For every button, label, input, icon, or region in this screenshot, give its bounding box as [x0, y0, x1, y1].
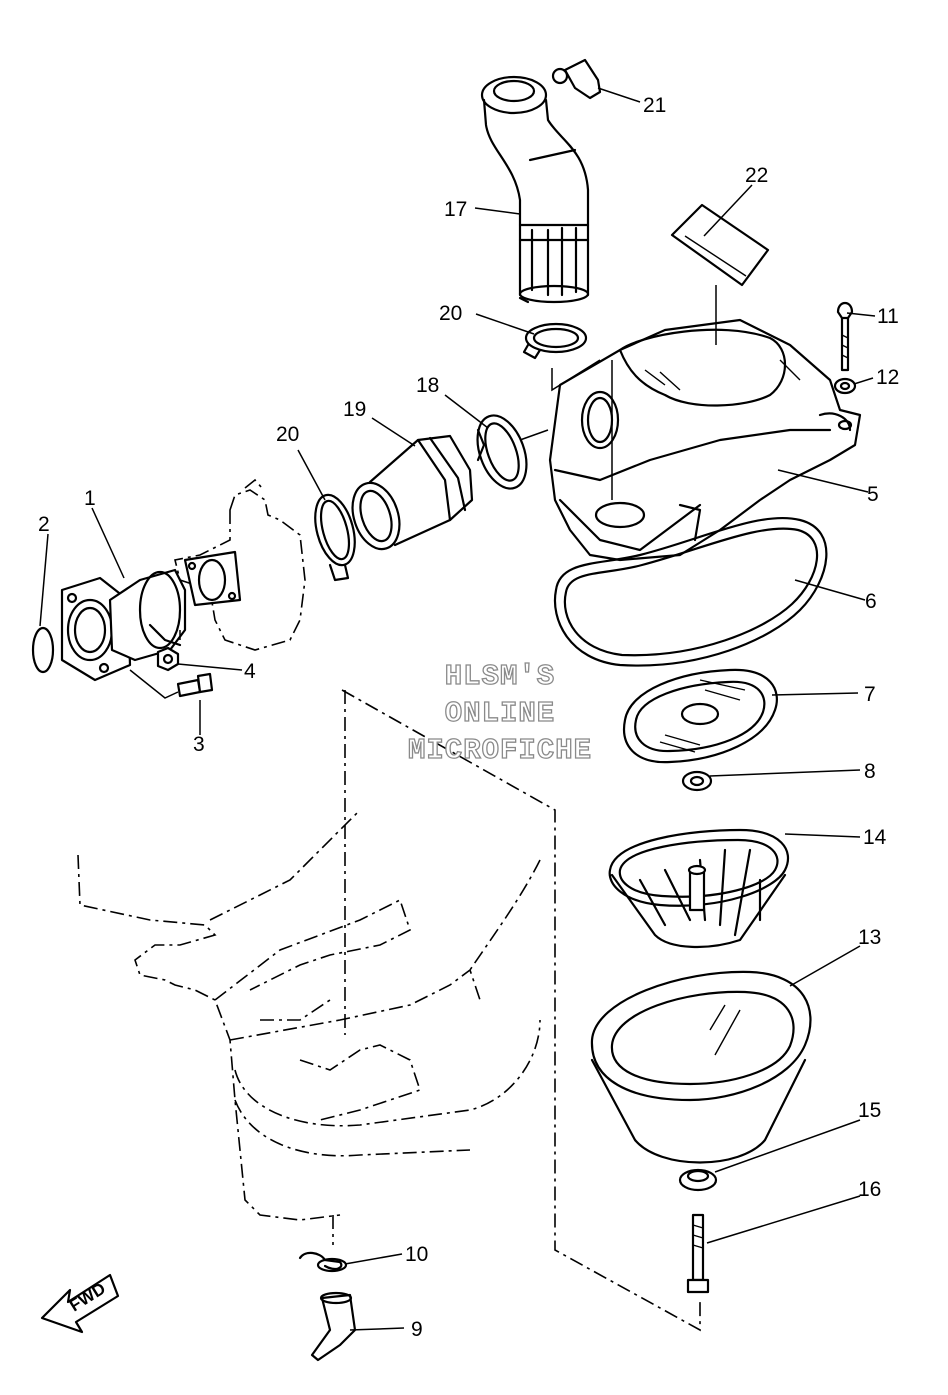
callout-20-lower: 20 — [276, 423, 299, 446]
part-20-clamp-upper — [522, 322, 588, 360]
callout-15: 15 — [858, 1099, 881, 1122]
part-12-washer — [833, 377, 857, 395]
fwd-direction-arrow: FWD — [40, 1273, 120, 1334]
callout-18: 18 — [416, 374, 439, 397]
callout-8: 8 — [864, 760, 876, 783]
part-15-grommet — [678, 1168, 718, 1192]
callout-9: 9 — [411, 1318, 423, 1341]
callout-11: 11 — [877, 305, 899, 328]
callout-7: 7 — [864, 683, 876, 706]
callout-numbers: 21 22 17 20 11 12 18 19 20 5 1 2 6 4 7 3… — [38, 94, 899, 1341]
part-14-filter-cage — [608, 828, 790, 948]
callout-17: 17 — [444, 198, 467, 221]
callout-5: 5 — [867, 483, 879, 506]
part-11-screw — [836, 301, 854, 372]
watermark-line-2: ONLINE — [444, 696, 556, 730]
part-19-intake-boot — [351, 429, 549, 551]
leader-lines — [39, 87, 876, 1331]
callout-20-upper: 20 — [439, 302, 462, 325]
frame-reference-outline — [77, 689, 701, 1332]
part-1-carburetor-joint — [60, 568, 187, 682]
part-17-intake-duct — [480, 75, 590, 304]
part-2-o-ring — [31, 626, 55, 674]
carburetor-reference-outline — [174, 478, 306, 651]
part-13-filter-element — [590, 970, 812, 1164]
callout-4: 4 — [244, 660, 256, 683]
watermark-line-3: MICROFICHE — [407, 733, 593, 767]
part-4-nut — [156, 646, 180, 672]
part-16-bolt — [686, 1213, 710, 1294]
part-21-breather-elbow — [551, 58, 602, 100]
carburetor-flange — [183, 550, 242, 607]
callout-22: 22 — [745, 164, 768, 187]
part-9-drain-plug — [310, 1291, 357, 1362]
part-18-joint-ring — [476, 414, 528, 490]
callout-19: 19 — [343, 398, 366, 421]
callout-10: 10 — [405, 1243, 428, 1266]
part-7-filter-plate — [623, 668, 778, 764]
part-22-label — [670, 203, 770, 287]
part-3-bolt — [129, 630, 214, 699]
watermark-line-1: HLSM'S — [444, 659, 556, 693]
part-6-gasket — [553, 516, 828, 667]
callout-1: 1 — [84, 487, 96, 510]
callout-12: 12 — [876, 366, 899, 389]
part-10-clip — [298, 1251, 348, 1273]
callout-16: 16 — [858, 1178, 881, 1201]
part-8-star-nut — [681, 770, 713, 792]
callout-13: 13 — [858, 926, 881, 949]
callout-6: 6 — [865, 590, 877, 613]
part-20-clamp-lower — [314, 493, 356, 582]
callout-14: 14 — [863, 826, 887, 849]
callout-2: 2 — [38, 513, 50, 536]
callout-3: 3 — [193, 733, 205, 756]
callout-21: 21 — [643, 94, 666, 117]
part-5-filter-case — [548, 285, 862, 562]
